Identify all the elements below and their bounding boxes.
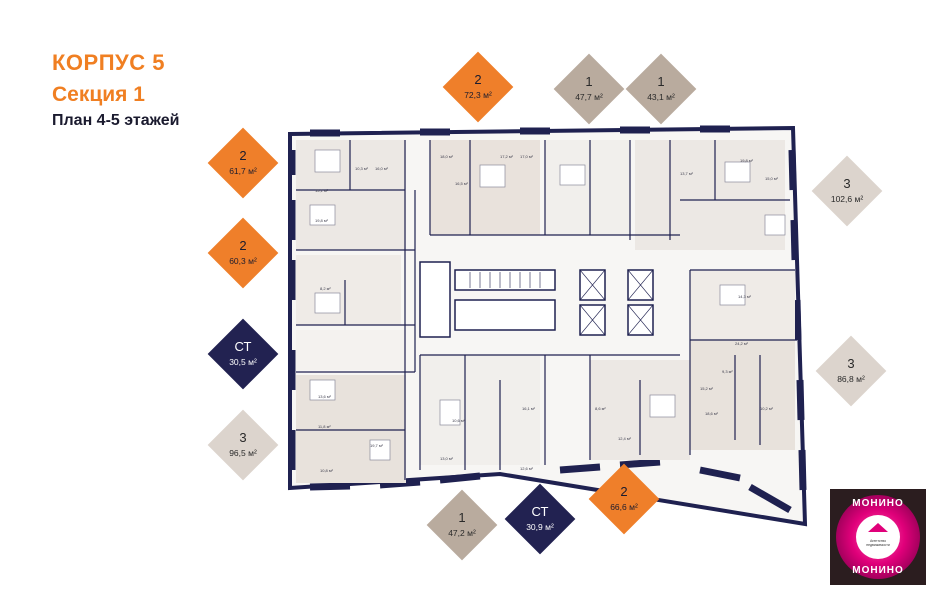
room-area-label: 8,2 м²: [320, 286, 331, 291]
room-area-label: 17,0 м²: [520, 154, 534, 159]
room-area-label: 24,2 м²: [735, 341, 749, 346]
room-area-label: 16,1 м²: [522, 406, 536, 411]
apartment-badge[interactable]: 2 66,6 м²: [588, 463, 660, 535]
badge-area: 96,5 м²: [229, 448, 257, 458]
room-area-label: 11,8 м²: [318, 424, 331, 429]
badge-area: 43,1 м²: [647, 92, 675, 102]
elevator-crosses: [579, 269, 654, 336]
room-area-label: 10,2 м²: [760, 406, 774, 411]
apartment-badge[interactable]: 3 102,6 м²: [811, 155, 883, 227]
room-area-label: 15,0 м²: [765, 176, 779, 181]
badge-area: 66,6 м²: [610, 502, 638, 512]
room-area-label: 10,6 м²: [452, 418, 466, 423]
room-area-label: 13,0 м²: [440, 456, 454, 461]
house-icon: [868, 523, 888, 532]
logo-center: [856, 515, 900, 559]
logo-text-bottom: МОНИНО: [852, 565, 904, 576]
room-area-label: 9,3 м²: [722, 369, 733, 374]
badge-diamond: [207, 217, 279, 289]
apartment-badge[interactable]: 1 43,1 м²: [625, 53, 697, 125]
room-area-label: 8,6 м²: [595, 406, 606, 411]
apartment-badge[interactable]: 1 47,2 м²: [426, 489, 498, 561]
room-area-label: 12,6 м²: [520, 466, 534, 471]
plan-title: План 4-5 этажей: [52, 112, 180, 129]
badge-diamond: [588, 463, 660, 535]
badge-diamond: [504, 483, 576, 555]
room-area-label: 16,0 м²: [375, 166, 389, 171]
badge-area: 72,3 м²: [464, 90, 492, 100]
interior-walls: [296, 140, 797, 480]
badge-rooms: 2: [474, 72, 482, 87]
badge-diamond: [207, 318, 279, 390]
room-area-label: 19,7 м²: [370, 443, 384, 448]
room-area-label: 18,0 м²: [440, 154, 454, 159]
badge-area: 30,5 м²: [229, 357, 257, 367]
badge-diamond: [426, 489, 498, 561]
badge-diamond: [815, 335, 887, 407]
badge-rooms: 2: [620, 484, 628, 499]
window-segments: [288, 125, 807, 514]
badge-diamond: [442, 51, 514, 123]
furniture: [309, 149, 786, 461]
badge-rooms: 2: [239, 148, 247, 163]
room-area-label: 10,3 м²: [355, 166, 369, 171]
room-area-label: 18,6 м²: [705, 411, 719, 416]
room-area-label: 13,7 м²: [680, 171, 694, 176]
apartment-zones: [296, 140, 795, 483]
room-area-label: 16,5 м²: [455, 181, 469, 186]
room-area-label: 15,2 м²: [700, 386, 714, 391]
agency-logo: Агентство недвижимости МОНИНО МОНИНО: [830, 489, 926, 585]
building-title: КОРПУС 5: [52, 50, 165, 75]
badge-rooms: 3: [239, 430, 247, 445]
badge-area: 60,3 м²: [229, 256, 257, 266]
apartment-badge[interactable]: СТ 30,5 м²: [207, 318, 279, 390]
badge-area: 47,7 м²: [575, 92, 603, 102]
badge-diamond: [625, 53, 697, 125]
badge-rooms: 3: [847, 356, 855, 371]
badge-area: 30,9 м²: [526, 522, 554, 532]
badge-diamond: [553, 53, 625, 125]
badge-rooms: СТ: [531, 504, 549, 519]
apartment-badge[interactable]: 2 72,3 м²: [442, 51, 514, 123]
room-area-label: 15,1 м²: [315, 188, 329, 193]
room-area-label: 14,3 м²: [738, 294, 752, 299]
stair-steps: [469, 272, 541, 288]
apartment-badge[interactable]: 1 47,7 м²: [553, 53, 625, 125]
badge-area: 86,8 м²: [837, 374, 865, 384]
apartment-badge[interactable]: СТ 30,9 м²: [504, 483, 576, 555]
section-title: Секция 1: [52, 83, 145, 106]
apartment-badge[interactable]: 3 96,5 м²: [207, 409, 279, 481]
logo-text-top: МОНИНО: [852, 498, 904, 509]
apartment-badge[interactable]: 3 86,8 м²: [815, 335, 887, 407]
badge-rooms: 3: [843, 176, 851, 191]
badge-area: 102,6 м²: [830, 194, 864, 204]
badge-area: 61,7 м²: [229, 166, 257, 176]
room-area-label: 12,4 м²: [618, 436, 632, 441]
badge-rooms: 1: [458, 510, 466, 525]
logo-subtitle: Агентство недвижимости: [866, 539, 890, 547]
badge-rooms: 2: [239, 238, 247, 253]
room-area-label: 19,8 м²: [740, 158, 754, 163]
room-area-label: 13,6 м²: [318, 394, 332, 399]
apartment-badge[interactable]: 2 61,7 м²: [207, 127, 279, 199]
badge-rooms: 1: [657, 74, 665, 89]
badge-diamond: [207, 409, 279, 481]
badge-rooms: СТ: [234, 339, 252, 354]
badge-rooms: 1: [585, 74, 593, 89]
apartment-badge[interactable]: 2 60,3 м²: [207, 217, 279, 289]
room-area-label: 17,2 м²: [500, 154, 514, 159]
room-area-label: 19,8 м²: [315, 218, 329, 223]
room-area-label: 10,8 м²: [320, 468, 334, 473]
badge-area: 47,2 м²: [448, 528, 476, 538]
room-area-labels: 10,3 м² 16,0 м² 15,1 м² 19,8 м² 18,0 м² 17,2 …: [315, 154, 779, 473]
badge-diamond: [811, 155, 883, 227]
badge-diamond: [207, 127, 279, 199]
